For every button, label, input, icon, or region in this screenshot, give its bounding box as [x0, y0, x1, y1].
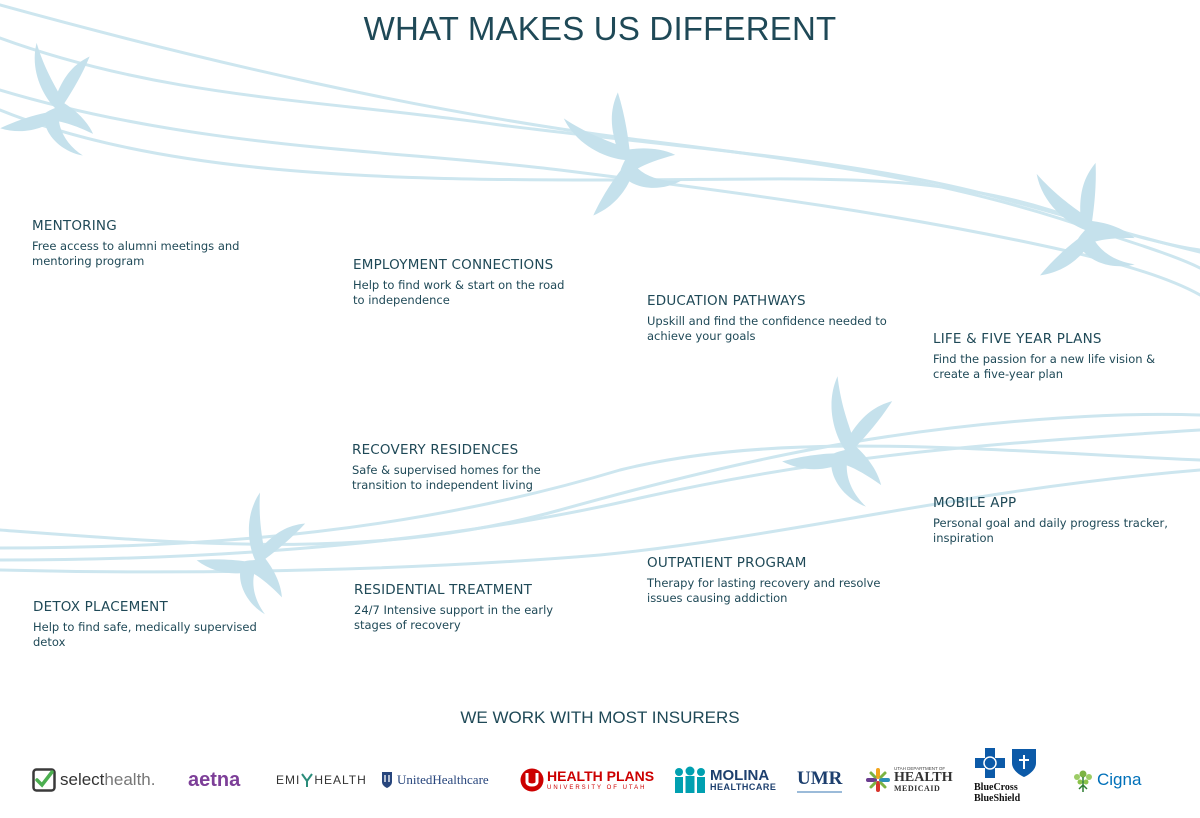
feature-recovery-residences: RECOVERY RESIDENCES Safe & supervised ho…: [352, 442, 612, 493]
feature-title: MOBILE APP: [933, 495, 1017, 511]
molina-logo: MOLINA HEALTHCARE: [673, 760, 776, 800]
unitedhealthcare-logo: UnitedHealthcare: [381, 760, 489, 800]
wave-bottom-1: [0, 412, 1200, 546]
feature-title: RECOVERY RESIDENCES: [352, 442, 519, 458]
molina-main-text: MOLINA: [710, 767, 770, 784]
feature-residential-treatment: RESIDENTIAL TREATMENT 24/7 Intensive sup…: [354, 582, 614, 633]
feature-employment-connections: EMPLOYMENT CONNECTIONS Help to find work…: [353, 257, 613, 308]
utah-medicaid-sub-text: MEDICAID: [894, 784, 941, 794]
umr-logo: UMR: [797, 760, 843, 800]
feature-mentoring: MENTORING Free access to alumni meetings…: [32, 218, 292, 269]
feature-description: Help to find work & start on the road to…: [353, 278, 565, 307]
feature-description: Safe & supervised homes for the transiti…: [352, 463, 541, 492]
people-icon: [675, 766, 705, 793]
feature-title: EDUCATION PATHWAYS: [647, 293, 806, 309]
feature-description: Help to find safe, medically supervised …: [33, 620, 257, 649]
bird-silhouette: [1014, 153, 1142, 289]
shield-icon: [382, 772, 392, 788]
bcbs-line1-text: BlueCross: [974, 782, 1018, 793]
cigna-text: Cigna: [1097, 770, 1142, 789]
feature-description: Free access to alumni meetings and mento…: [32, 239, 240, 268]
wave-bottom-2: [0, 428, 1200, 562]
feature-mobile-app: MOBILE APP Personal goal and daily progr…: [933, 495, 1193, 546]
bird-silhouette: [543, 79, 688, 228]
feature-description: 24/7 Intensive support in the early stag…: [354, 603, 554, 632]
utah-u-icon: [520, 768, 544, 792]
cross-icon: [975, 748, 1005, 778]
emihealth-emi-text: EMI: [276, 773, 301, 787]
wave-bottom-3: [0, 468, 1200, 574]
star-icon: [866, 768, 890, 792]
feature-title: LIFE & FIVE YEAR PLANS: [933, 331, 1102, 347]
feature-title: DETOX PLACEMENT: [33, 599, 168, 615]
umr-text: UMR: [797, 768, 843, 793]
selecthealth-select-text: select: [60, 770, 105, 789]
emihealth-health-text: HEALTH: [314, 773, 367, 787]
selecthealth-health-text: health: [104, 770, 151, 789]
feature-life-five-year-plans: LIFE & FIVE YEAR PLANS Find the passion …: [933, 331, 1193, 382]
checkmark-icon: [32, 768, 56, 792]
aetna-logo: aetna: [188, 760, 240, 800]
feature-description: Therapy for lasting recovery and resolve…: [647, 576, 881, 605]
emihealth-logo: EMI HEALTH: [276, 760, 367, 800]
feature-outpatient-program: OUTPATIENT PROGRAM Therapy for lasting r…: [647, 555, 907, 606]
uofu-health-plans-logo: HEALTH PLANS UNIVERSITY OF UTAH: [520, 760, 654, 800]
feature-detox-placement: DETOX PLACEMENT Help to find safe, medic…: [33, 599, 293, 650]
page-title: WHAT MAKES US DIFFERENT: [363, 10, 837, 47]
feature-description: Find the passion for a new life vision &…: [933, 352, 1156, 381]
uofu-main-text: HEALTH PLANS: [547, 768, 655, 784]
unitedhealthcare-text: UnitedHealthcare: [397, 772, 489, 787]
utah-medicaid-logo: UTAH DEPARTMENT OF HEALTH MEDICAID: [866, 760, 953, 800]
feature-title: RESIDENTIAL TREATMENT: [354, 582, 533, 598]
tree-icon: [1074, 770, 1092, 792]
bcbs-line2-text: BlueShield: [974, 793, 1021, 804]
feature-description: Upskill and find the confidence needed t…: [647, 314, 887, 343]
selecthealth-dot-text: .: [150, 770, 156, 789]
molina-sub-text: HEALTHCARE: [710, 782, 777, 792]
wave-bottom-4: [0, 444, 1200, 550]
selecthealth-logo: selecthealth.: [32, 760, 155, 800]
utah-medicaid-top-text: UTAH DEPARTMENT OF: [894, 765, 946, 771]
uofu-sub-text: UNIVERSITY OF UTAH: [547, 785, 647, 791]
star-icon: [301, 773, 314, 787]
cigna-logo: Cigna: [1072, 760, 1141, 800]
insurers-heading: WE WORK WITH MOST INSURERS: [460, 708, 740, 727]
bird-silhouette: [777, 368, 912, 509]
feature-title: EMPLOYMENT CONNECTIONS: [353, 257, 554, 273]
feature-description: Personal goal and daily progress tracker…: [933, 516, 1168, 545]
feature-title: MENTORING: [32, 218, 117, 234]
bcbs-logo: BlueCross BlueShield: [974, 747, 1038, 809]
feature-education-pathways: EDUCATION PATHWAYS Upskill and find the …: [647, 293, 907, 344]
feature-title: OUTPATIENT PROGRAM: [647, 555, 807, 571]
shield-icon: [1012, 749, 1036, 777]
utah-medicaid-main-text: HEALTH: [894, 770, 953, 786]
aetna-text: aetna: [188, 768, 241, 791]
